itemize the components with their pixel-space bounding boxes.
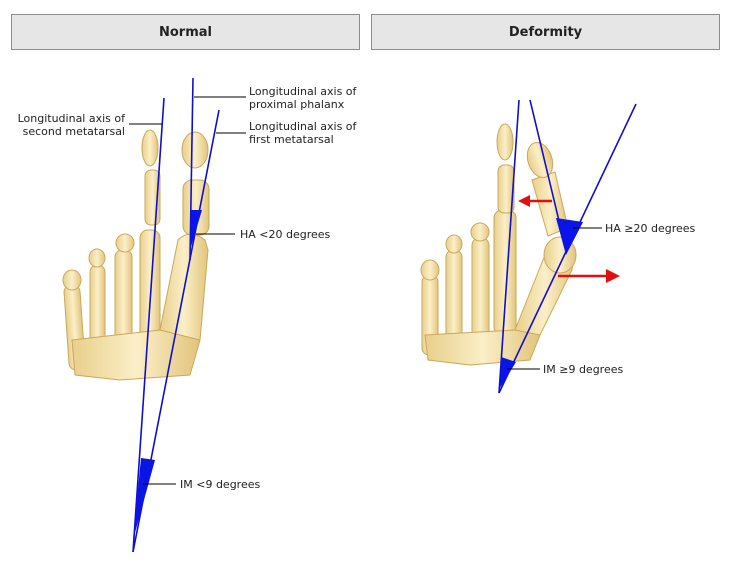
normal-foot-bones: [62, 129, 210, 381]
label-first-metatarsal: Longitudinal axis of first metatarsal: [249, 120, 356, 146]
normal-ha-angle: [190, 210, 202, 250]
label-deformity-ha: HA ≥20 degrees: [605, 222, 696, 235]
normal-leader-lines: [129, 96, 246, 485]
label-proximal-phalanx-line1: Longitudinal axis of: [249, 85, 357, 98]
panel-header-normal: Normal: [11, 14, 360, 50]
label-first-metatarsal-line1: Longitudinal axis of: [249, 120, 357, 133]
label-proximal-phalanx: Longitudinal axis of proximal phalanx: [249, 85, 356, 111]
label-deformity-im: IM ≥9 degrees: [543, 363, 624, 376]
panel-header-deformity: Deformity: [371, 14, 720, 50]
label-normal-ha: HA <20 degrees: [240, 228, 331, 241]
label-second-metatarsal-line1: Longitudinal axis of: [17, 112, 125, 125]
label-proximal-phalanx-line2: proximal phalanx: [249, 98, 345, 111]
deformity-ha-angle: [556, 218, 583, 255]
label-second-metatarsal-line2: second metatarsal: [22, 125, 125, 138]
label-normal-im: IM <9 degrees: [180, 478, 261, 491]
deformity-im-angle: [500, 357, 516, 388]
normal-im-angle: [133, 458, 155, 540]
deformity-leader-lines: [507, 227, 602, 370]
deformity-foot-bones: [420, 123, 577, 366]
label-first-metatarsal-line2: first metatarsal: [249, 133, 334, 146]
label-second-metatarsal: Longitudinal axis of second metatarsal: [16, 112, 125, 138]
deformity-arrows: [518, 195, 620, 283]
